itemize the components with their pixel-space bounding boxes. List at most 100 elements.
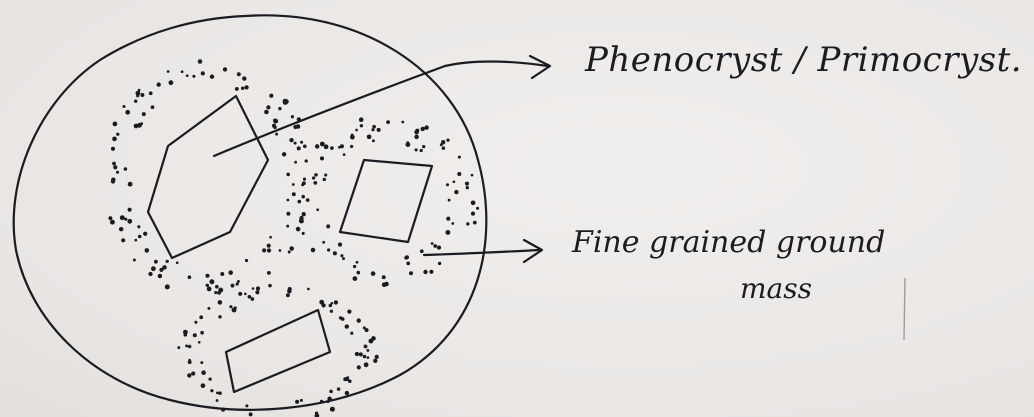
groundmass-dot — [329, 309, 334, 313]
groundmass-dot — [144, 248, 150, 253]
groundmass-dot — [140, 122, 144, 125]
groundmass-dot — [127, 181, 133, 187]
groundmass-dot — [269, 235, 272, 239]
groundmass-dot — [118, 226, 124, 232]
paper-crease-mark — [903, 277, 906, 341]
groundmass-dot — [136, 94, 140, 98]
groundmass-dot — [121, 238, 126, 243]
groundmass-dot — [452, 180, 456, 184]
groundmass-dot — [302, 177, 307, 181]
groundmass-dot — [191, 371, 196, 376]
groundmass-dot — [355, 260, 359, 264]
groundmass-dot — [207, 306, 211, 310]
groundmass-dot — [344, 324, 350, 329]
groundmass-dot — [419, 249, 424, 254]
groundmass-dot — [197, 340, 201, 344]
groundmass-dot — [168, 80, 174, 86]
groundmass-dot — [457, 155, 461, 159]
groundmass-dot — [414, 134, 419, 140]
groundmass-dot — [437, 261, 442, 266]
groundmass-dot — [222, 67, 228, 72]
groundmass-dot — [185, 74, 189, 78]
groundmass-dot — [192, 74, 196, 78]
groundmass-dot — [119, 215, 125, 221]
groundmass-dot — [291, 192, 296, 197]
groundmass-dot — [457, 171, 462, 177]
groundmass-dot — [123, 167, 128, 171]
groundmass-dot — [326, 224, 331, 229]
groundmass-dot — [355, 128, 358, 132]
groundmass-dot — [215, 399, 219, 402]
groundmass-dot — [366, 134, 372, 140]
groundmass-dot — [362, 326, 366, 330]
groundmass-dot — [439, 143, 443, 147]
groundmass-dot — [362, 354, 367, 359]
groundmass-dot — [356, 365, 361, 370]
groundmass-dot — [264, 110, 269, 114]
groundmass-dot — [329, 389, 333, 394]
groundmass-dot — [454, 189, 459, 195]
groundmass-dot — [358, 117, 364, 123]
groundmass-dot — [350, 331, 354, 335]
groundmass-dot — [137, 234, 142, 239]
groundmass-dot — [310, 247, 316, 253]
groundmass-dot — [363, 362, 369, 368]
groundmass-dot — [299, 398, 303, 402]
groundmass-dot — [125, 109, 131, 115]
groundmass-dot — [214, 284, 219, 289]
groundmass-dot — [127, 218, 133, 224]
groundmass-dot — [290, 115, 295, 119]
groundmass-dot — [339, 144, 344, 149]
groundmass-dot — [374, 354, 379, 359]
groundmass-dot — [209, 279, 215, 285]
groundmass-dot — [109, 219, 115, 225]
groundmass-dot — [381, 275, 386, 280]
groundmass-dot — [230, 283, 235, 288]
groundmass-dot — [311, 176, 316, 180]
groundmass-dot — [278, 106, 282, 111]
groundmass-dot — [330, 302, 334, 305]
phenocryst-pointer-line — [212, 60, 550, 158]
groundmass-dot — [347, 309, 352, 314]
groundmass-dot — [200, 361, 204, 365]
groundmass-dot — [185, 344, 189, 348]
groundmass-dots-cluster-b — [297, 117, 480, 288]
groundmass-dot — [304, 159, 308, 163]
groundmass-dot — [287, 250, 291, 254]
groundmass-dot — [371, 128, 375, 132]
groundmass-dot — [199, 315, 204, 320]
groundmass-dots-cluster-c — [177, 283, 379, 417]
phenocryst-crystal-rectangle — [224, 308, 332, 394]
groundmass-dot — [328, 303, 333, 308]
groundmass-dot — [344, 390, 350, 396]
groundmass-dot — [350, 133, 354, 137]
groundmass-dot — [286, 211, 291, 216]
groundmass-dot — [248, 412, 253, 417]
groundmass-dot — [134, 99, 138, 103]
groundmass-dot — [187, 373, 192, 378]
groundmass-dot — [446, 138, 450, 142]
groundmass-dot — [187, 275, 192, 280]
groundmass-dot — [423, 269, 428, 275]
groundmass-dot — [381, 282, 387, 288]
groundmass-dot — [356, 318, 361, 323]
groundmass-dot — [352, 264, 357, 269]
groundmass-dot — [112, 121, 118, 127]
groundmass-dot — [150, 105, 155, 110]
groundmass-dot — [113, 165, 118, 170]
groundmass-dot — [218, 315, 222, 319]
groundmass-dot — [205, 283, 210, 288]
groundmass-dot — [300, 140, 304, 144]
groundmass-dot — [261, 248, 267, 253]
groundmass-dot — [422, 144, 426, 149]
groundmass-dot — [124, 217, 128, 221]
groundmass-dot — [143, 231, 148, 236]
groundmass-dot — [295, 399, 300, 404]
groundmass-dot — [293, 141, 297, 145]
groundmass-dot — [148, 91, 153, 96]
groundmass-dot — [187, 344, 192, 349]
groundmass-dot — [266, 248, 272, 253]
groundmass-dot — [236, 72, 241, 77]
groundmass-label-line-1: Fine grained ground — [572, 225, 886, 260]
phenocryst-label: Phenocryst / Primocryst. — [585, 40, 1023, 80]
